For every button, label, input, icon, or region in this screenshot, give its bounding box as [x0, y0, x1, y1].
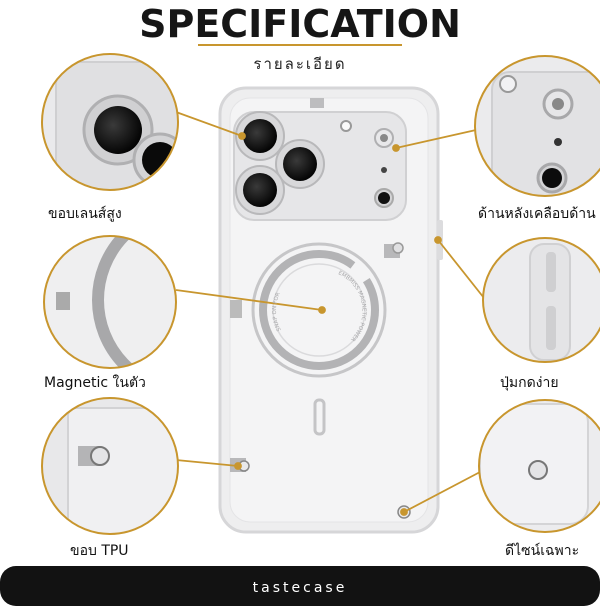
- detail-design: [478, 399, 600, 533]
- detail-magnetic: [43, 235, 177, 369]
- footer-bar: [0, 566, 600, 606]
- page-title: SPECIFICATION: [139, 2, 461, 46]
- detail-lens-edge: [41, 53, 179, 191]
- feature-label-design: ดีไซน์เฉพาะ: [505, 543, 580, 559]
- detail-buttons: [482, 237, 600, 363]
- feature-label-buttons: ปุ่มกดง่าย: [500, 375, 559, 391]
- phone-case: [218, 86, 443, 534]
- detail-matte-back: [474, 55, 600, 197]
- page-subtitle: รายละเอียด: [253, 55, 347, 73]
- feature-label-magnetic: Magnetic ในตัว: [44, 375, 146, 391]
- feature-label-tpu-edge: ขอบ TPU: [70, 543, 129, 559]
- feature-label-matte-back: ด้านหลังเคลือบด้าน: [478, 206, 596, 222]
- feature-label-lens-edge: ขอบเลนส์สูง: [48, 206, 122, 222]
- leader-lines: [175, 111, 485, 516]
- detail-tpu-edge: [41, 397, 179, 535]
- title-underline: [198, 44, 402, 46]
- brand-name: tastecase: [252, 580, 348, 596]
